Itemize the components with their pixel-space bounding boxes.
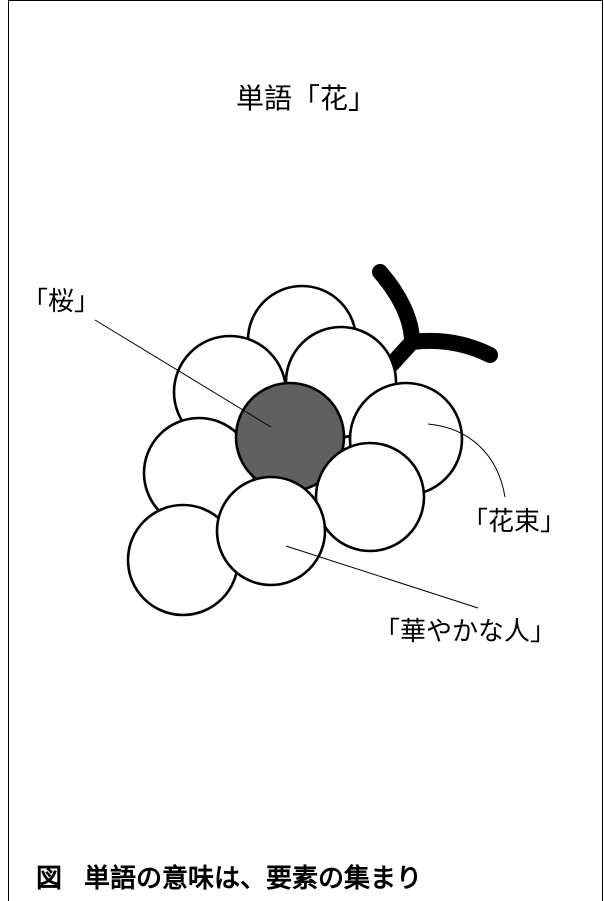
grape-stem <box>372 264 498 372</box>
diagram-title: 単語「花」 <box>236 82 376 115</box>
figure-prefix: 図 <box>36 864 63 894</box>
leader-line-sakura <box>94 319 272 428</box>
label-hanayakana: 「華やかな人」 <box>374 617 556 647</box>
grape-bottom-center <box>215 475 327 587</box>
grape-center-right <box>314 441 426 553</box>
figure-caption: 図単語の意味は、要素の集まり <box>36 858 422 895</box>
leader-line-hanayakana <box>285 545 479 609</box>
label-sakura: 「桜」 <box>22 287 100 317</box>
figure-caption-text: 単語の意味は、要素の集まり <box>84 864 423 894</box>
label-hanataba: 「花束」 <box>462 507 566 537</box>
leader-line-hanataba <box>427 423 506 498</box>
page-frame <box>8 0 603 901</box>
